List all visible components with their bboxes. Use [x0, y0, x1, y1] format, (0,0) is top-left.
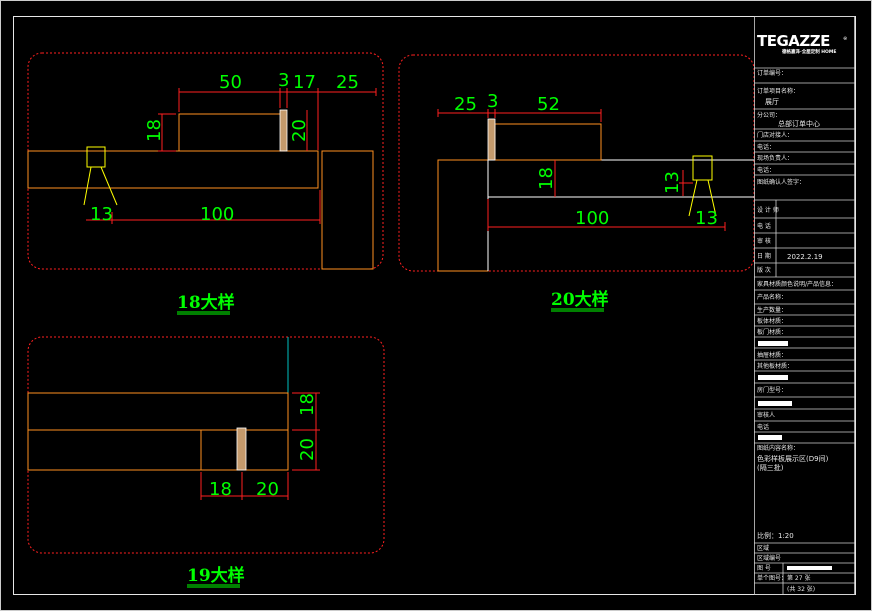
tb-phone-3: 电 话 [757, 222, 771, 230]
logo-subtitle: 德格嘉泽·全屋定制 HOME [782, 48, 836, 55]
tb-site-manager: 现场负责人： [757, 154, 793, 162]
title-block [754, 16, 855, 595]
edge-strip [487, 118, 496, 161]
dim-19-c: 18 [209, 479, 232, 500]
panel-top [494, 123, 602, 161]
tb-designer: 设 计 师 [757, 206, 779, 214]
detail-19-label: 19大样 [187, 565, 245, 586]
tb-store-contact: 门店对接人： [757, 131, 793, 139]
dim-18-c: 17 [293, 72, 316, 93]
detail-18-label: 18大样 [177, 292, 235, 313]
dim-20-b: 3 [487, 91, 498, 112]
tb-drawing-value-2: (隔三批) [757, 463, 784, 472]
dim-18-b: 3 [278, 70, 289, 91]
light-fixture [86, 146, 106, 168]
dim-20-f: 100 [575, 208, 609, 229]
tb-approver: 审核人 [757, 411, 775, 419]
tb-drawing-no: 图 号 [757, 565, 771, 572]
inner-border [13, 16, 856, 595]
tb-phone-4: 电话 [757, 423, 769, 431]
dim-20-e: 13 [662, 171, 683, 194]
tb-project-value: 展厅 [765, 98, 779, 106]
tb-reviewer: 审 核 [757, 237, 771, 245]
tb-phone-2: 电话： [757, 166, 775, 174]
dim-20-a: 25 [454, 94, 477, 115]
title-block-fills [758, 341, 832, 570]
panel-side [321, 150, 374, 270]
panel-upper [27, 392, 289, 431]
tb-area-no: 区域编号 [757, 554, 781, 562]
dim-19-a: 18 [297, 393, 318, 416]
tb-door-model: 房门型号： [757, 386, 787, 394]
tb-version: 版 次 [757, 266, 771, 274]
dim-18-g: 13 [90, 204, 113, 225]
tb-other-material: 其他板材质： [757, 362, 793, 370]
tb-material-info: 家具材质颜色说明/产品信息： [757, 280, 837, 288]
tb-branch-value: 总部订单中心 [778, 119, 820, 128]
tb-product-name: 产品名称： [757, 293, 787, 301]
panel-top [178, 113, 283, 152]
tb-scale: 比例：1:20 [757, 531, 794, 540]
detail-18: 50 3 17 25 18 20 13 100 [27, 52, 384, 270]
brand-logo: TEGAZZE [757, 32, 830, 50]
light-fixture [692, 155, 713, 181]
panel-lower [27, 429, 202, 471]
dim-18-e: 18 [144, 119, 165, 142]
tb-board-material: 板体材质： [757, 317, 787, 325]
detail-20-label: 20大样 [551, 289, 609, 310]
tb-sheet-value: 第 27 张 [787, 574, 810, 582]
dim-20-g: 13 [695, 208, 718, 229]
tb-branch: 分公司： [757, 111, 781, 119]
panel-side [437, 159, 489, 272]
edge-strip [236, 427, 247, 471]
dim-20-c: 52 [537, 94, 560, 115]
detail-19: 18 20 18 20 [27, 336, 385, 554]
tb-date: 日 期 [757, 252, 771, 260]
detail-20: 25 3 52 18 13 100 13 [398, 54, 755, 272]
dim-18-d: 25 [336, 72, 359, 93]
detail-19-frame [27, 336, 385, 554]
tb-hardware-material: 抽屉材质： [757, 351, 787, 359]
detail-18-frame [27, 52, 384, 270]
dim-18-h: 100 [200, 204, 234, 225]
tb-order-no: 订单编号： [757, 69, 787, 77]
tb-order-project: 订单项目名称： [757, 87, 799, 95]
tb-drawing-value-1: 色彩样板展示区(D9间) [757, 454, 829, 463]
tb-area: 区域 [757, 544, 769, 552]
tb-production-qty: 生产数量： [757, 306, 787, 314]
dim-19-d: 20 [256, 479, 279, 500]
panel-horizontal [27, 150, 319, 189]
tb-client-sign: 图纸确认人签字： [757, 178, 805, 186]
tb-sheet-label: 单个图号： [757, 574, 787, 582]
tb-date-value: 2022.2.19 [787, 253, 823, 261]
tb-phone-1: 电话： [757, 143, 775, 151]
edge-strip [279, 109, 288, 152]
dim-20-d: 18 [536, 167, 557, 190]
dim-18-f: 20 [289, 119, 310, 142]
tb-total-value: (共 32 张) [787, 585, 815, 593]
tb-door-material: 板门材质： [757, 328, 787, 336]
detail-20-frame [398, 54, 755, 272]
dim-18-a: 50 [219, 72, 242, 93]
logo-registered: ® [843, 36, 848, 42]
dim-19-b: 20 [297, 438, 318, 461]
tb-drawing-name: 图纸内容名称： [757, 444, 799, 452]
